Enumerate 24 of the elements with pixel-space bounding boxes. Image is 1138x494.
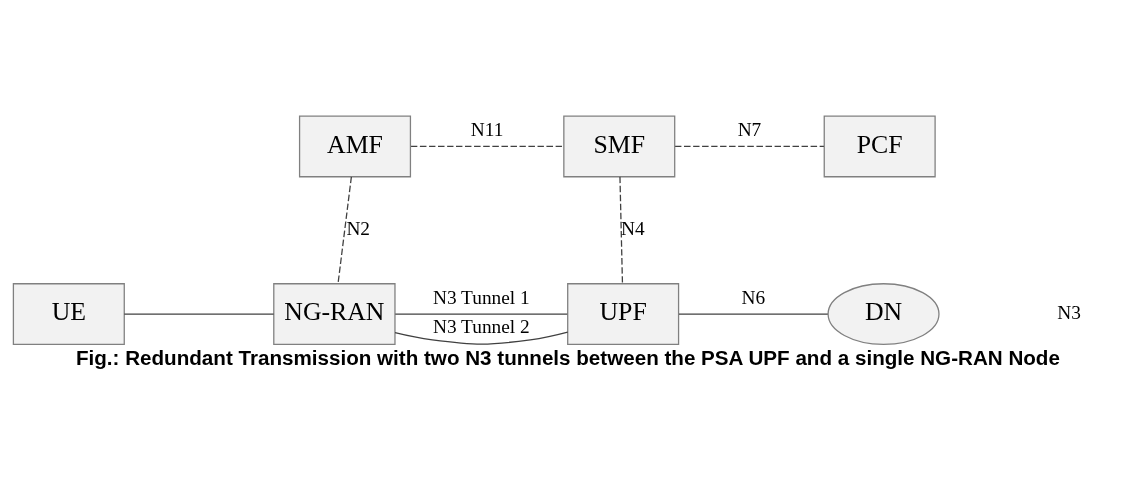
edge-label: N4	[621, 217, 645, 239]
edge-label: N3 Tunnel 2	[433, 316, 530, 338]
node-box: SMF	[563, 115, 676, 178]
connector	[410, 145, 565, 148]
label: N3	[1057, 301, 1081, 323]
connector	[394, 313, 568, 315]
connector	[619, 176, 624, 284]
node-box: UE	[12, 283, 125, 345]
edge-label: N3 Tunnel 1	[433, 286, 530, 308]
edge-label: N6	[741, 286, 766, 308]
edge-label: N2	[346, 217, 371, 239]
node-box: PCF	[823, 115, 936, 178]
edge-label: N11	[470, 119, 504, 141]
connector	[678, 313, 829, 315]
node-box: AMF	[298, 115, 412, 178]
connector	[674, 145, 825, 148]
connector	[337, 176, 352, 284]
connector	[123, 313, 275, 315]
node-box: NG-RAN	[273, 283, 396, 345]
node-box: UPF	[567, 283, 680, 345]
node-ellipse: DN	[827, 283, 940, 345]
caption: Fig.: Redundant Transmission with two N3 tunnels between the PSA UPF and a single NG-RAN Node	[75, 345, 1060, 369]
connector	[394, 331, 569, 345]
edge-label: N7	[737, 119, 762, 141]
